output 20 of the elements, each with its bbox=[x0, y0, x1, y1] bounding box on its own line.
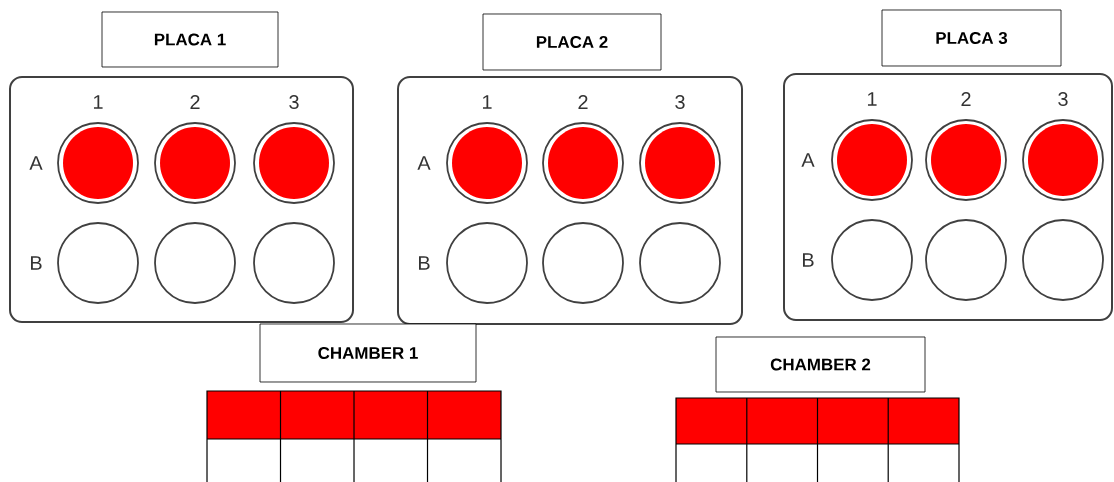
grid-label: 2 bbox=[961, 92, 971, 106]
grid-label: 1 bbox=[94, 95, 103, 109]
grid-label: 3 bbox=[1058, 91, 1068, 107]
grid-label: A bbox=[417, 156, 431, 170]
title-box: PLACA 2 bbox=[482, 13, 662, 71]
grid-label: 1 bbox=[868, 92, 877, 106]
grid-label: A bbox=[801, 153, 815, 167]
title-box: PLACA 3 bbox=[881, 9, 1062, 67]
grid-label: 2 bbox=[578, 95, 588, 109]
grid-label: A bbox=[29, 156, 43, 170]
grid-label: 3 bbox=[675, 94, 685, 110]
grid-label: B bbox=[31, 256, 42, 270]
title-box: CHAMBER 2 bbox=[715, 336, 926, 393]
grid-label: B bbox=[419, 256, 430, 270]
grid-label: B bbox=[803, 253, 814, 267]
grid-label: 1 bbox=[483, 95, 492, 109]
title-box: CHAMBER 1 bbox=[259, 323, 477, 383]
grid-label: 2 bbox=[190, 95, 200, 109]
title-box: PLACA 1 bbox=[101, 11, 279, 68]
grid-label: 3 bbox=[289, 94, 299, 110]
